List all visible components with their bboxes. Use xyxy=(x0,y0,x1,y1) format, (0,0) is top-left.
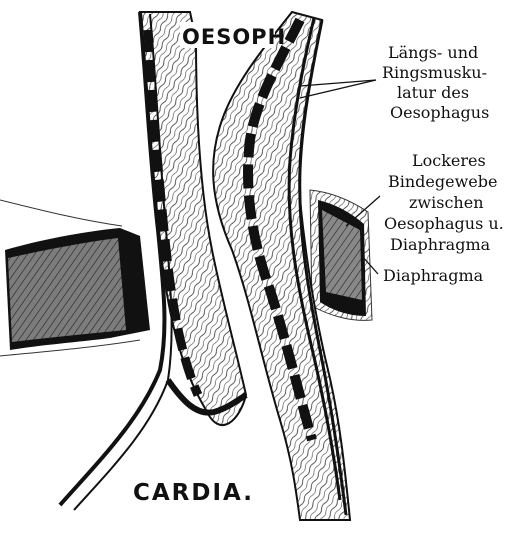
annotation-line: Ringsmusku- xyxy=(382,63,487,82)
annotation-line: latur des xyxy=(397,83,469,102)
diaphragm-right xyxy=(310,190,372,320)
annotation-line: Längs- und xyxy=(388,43,478,62)
annotation-line: Diaphragma xyxy=(383,266,484,285)
annotation-line: zwischen xyxy=(409,193,484,212)
annotation-line: Diaphragma xyxy=(390,235,491,254)
annotation-diaphragm: Diaphragma xyxy=(383,266,484,285)
bottom-label-cardia: CARDIA. xyxy=(133,480,254,506)
annotation-line: Bindegewebe xyxy=(388,172,497,191)
annotation-line: Oesophagus u. xyxy=(384,214,504,233)
diaphragm-left xyxy=(0,200,150,356)
annotation-connective-tissue: Lockeres Bindegewebe zwischen Oesophagus… xyxy=(384,151,504,254)
annotation-line: Oesophagus xyxy=(390,103,489,122)
annotation-line: Lockeres xyxy=(412,151,486,170)
annotation-muscle-layers: Längs- und Ringsmusku- latur des Oesopha… xyxy=(382,43,489,122)
top-label-oesoph: OESOPH xyxy=(182,25,286,49)
